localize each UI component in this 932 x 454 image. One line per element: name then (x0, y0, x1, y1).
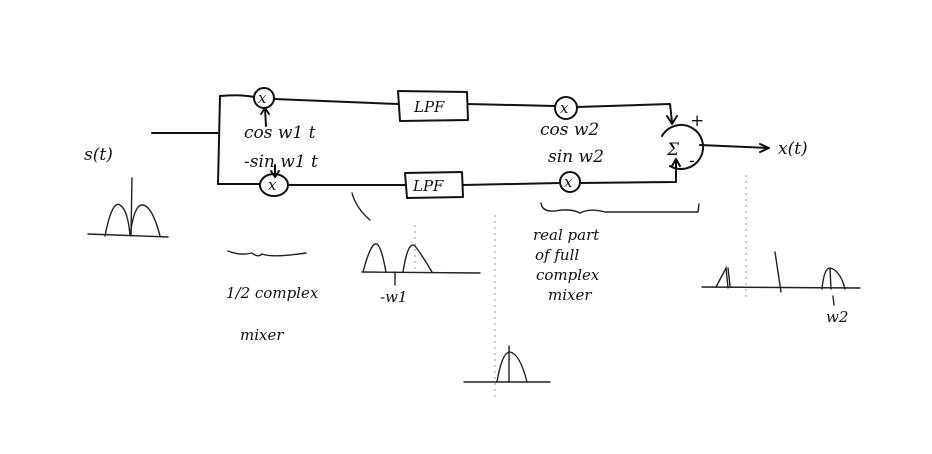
real-part-note-2: of full (535, 246, 579, 264)
output-label: x(t) (778, 139, 808, 159)
bottom-lpf-block: LPF (404, 171, 464, 199)
top-mixer-1: x (253, 87, 275, 109)
top-wire-1 (219, 94, 255, 98)
output-spectrum: w2 (701, 251, 861, 326)
neg-w1-label: -w1 (380, 288, 407, 306)
svg-text:x: x (268, 176, 277, 194)
svg-text:LPF: LPF (412, 177, 444, 195)
pointer-line (351, 192, 371, 221)
svg-text:LPF: LPF (413, 98, 445, 116)
bottom-mixer-2: x (559, 171, 581, 193)
arrow-up-icon (260, 107, 270, 127)
svg-text:x: x (258, 89, 267, 107)
top-mixer-2: x (554, 96, 578, 120)
osc-cos-w1-label: cos w1 t (244, 123, 316, 143)
half-mixer-note-2: mixer (240, 326, 284, 344)
svg-text:Σ: Σ (666, 140, 680, 160)
input-label: s(t) (84, 145, 113, 165)
summer-block: Σ + - (661, 111, 704, 171)
half-mixer-note-1: 1/2 complex (226, 284, 319, 302)
real-part-brace (540, 202, 700, 214)
svg-text:x: x (564, 173, 573, 191)
top-wire-4 (576, 103, 678, 125)
real-part-note-1: real part (533, 226, 600, 244)
input-spectrum (87, 177, 169, 238)
osc-sin-w2-label: sin w2 (548, 147, 604, 167)
top-wire-3 (467, 103, 556, 107)
real-part-note-4: mixer (548, 286, 592, 304)
splitter (217, 95, 221, 185)
svg-text:x: x (560, 99, 569, 117)
svg-text:-: - (689, 151, 695, 171)
top-wire-2 (273, 98, 399, 105)
svg-text:+: + (690, 111, 704, 131)
osc-cos-w2-label: cos w2 (540, 120, 599, 140)
bottom-wire-3 (462, 182, 561, 186)
top-lpf-block: LPF (397, 90, 469, 122)
real-part-note-3: complex (536, 266, 600, 284)
lowpass-spectrum (463, 345, 551, 383)
w2-label: w2 (826, 308, 848, 326)
bottom-mixer-1: x (259, 173, 289, 197)
half-mixer-squiggle (227, 250, 307, 257)
downconverted-spectrum: -w1 (361, 225, 481, 306)
osc-sin-w1-label: -sin w1 t (244, 152, 318, 172)
output-arrow (699, 143, 770, 153)
bottom-wire-4 (579, 158, 681, 184)
